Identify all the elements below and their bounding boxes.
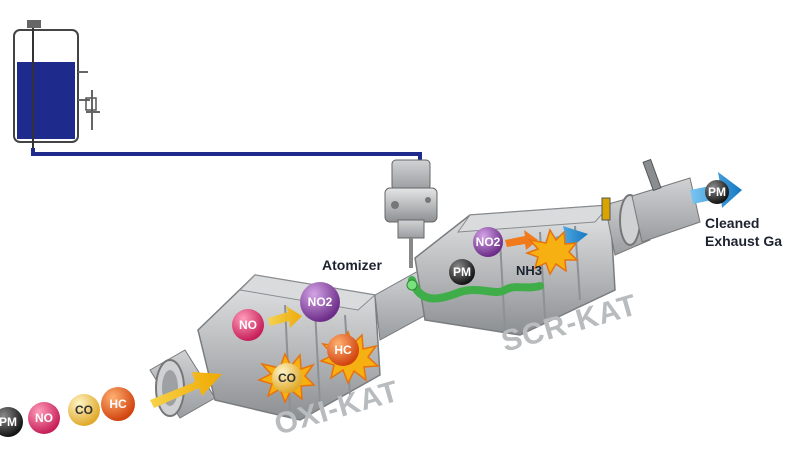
molecule-label: PM bbox=[0, 415, 17, 429]
molecule-hc-inlet: HC bbox=[101, 387, 135, 421]
inlet-molecules: PM NO CO HC bbox=[0, 387, 135, 437]
oxi-flow-arrow bbox=[268, 306, 302, 328]
oxi-molecules: NO NO2 CO HC bbox=[232, 282, 359, 393]
molecule-no2-scr: NO2 bbox=[473, 227, 503, 257]
molecule-hc-oxi: HC bbox=[327, 334, 359, 366]
molecule-pm-outlet: PM bbox=[705, 180, 729, 204]
nh3-label: NH3 bbox=[516, 263, 542, 278]
scr-molecules: NO2 PM NH3 bbox=[449, 227, 542, 285]
molecule-label: PM bbox=[708, 185, 726, 199]
molecule-label: NO2 bbox=[476, 235, 501, 249]
molecule-label: HC bbox=[109, 397, 127, 411]
molecule-label: NO2 bbox=[308, 295, 333, 309]
molecule-no2-oxi: NO2 bbox=[300, 282, 340, 322]
molecule-label: CO bbox=[75, 403, 93, 417]
molecule-pm-scr: PM bbox=[449, 259, 475, 285]
molecule-label: NO bbox=[35, 411, 53, 425]
reductant-tank bbox=[13, 20, 100, 150]
molecule-no-oxi: NO bbox=[232, 309, 264, 341]
spray-point bbox=[406, 279, 418, 291]
molecule-label: HC bbox=[334, 343, 352, 357]
no2-conversion-arrow bbox=[505, 230, 538, 250]
molecule-pm-inlet: PM bbox=[0, 407, 23, 437]
molecule-label: CO bbox=[278, 371, 296, 385]
cleaned-label-line1: Cleaned bbox=[705, 215, 759, 231]
inlet-flow-arrow bbox=[150, 372, 222, 408]
molecule-no-inlet: NO bbox=[28, 402, 60, 434]
molecule-label: NO bbox=[239, 318, 257, 332]
cleaned-label-line2: Exhaust Ga bbox=[705, 233, 782, 249]
reductant-flow bbox=[408, 276, 544, 303]
dosing-module bbox=[384, 159, 438, 268]
molecule-co-inlet: CO bbox=[68, 394, 100, 426]
molecule-label: PM bbox=[453, 265, 471, 279]
atomizer-label: Atomizer bbox=[322, 257, 382, 273]
molecule-co-oxi: CO bbox=[272, 363, 302, 393]
dosing-line bbox=[31, 148, 422, 165]
